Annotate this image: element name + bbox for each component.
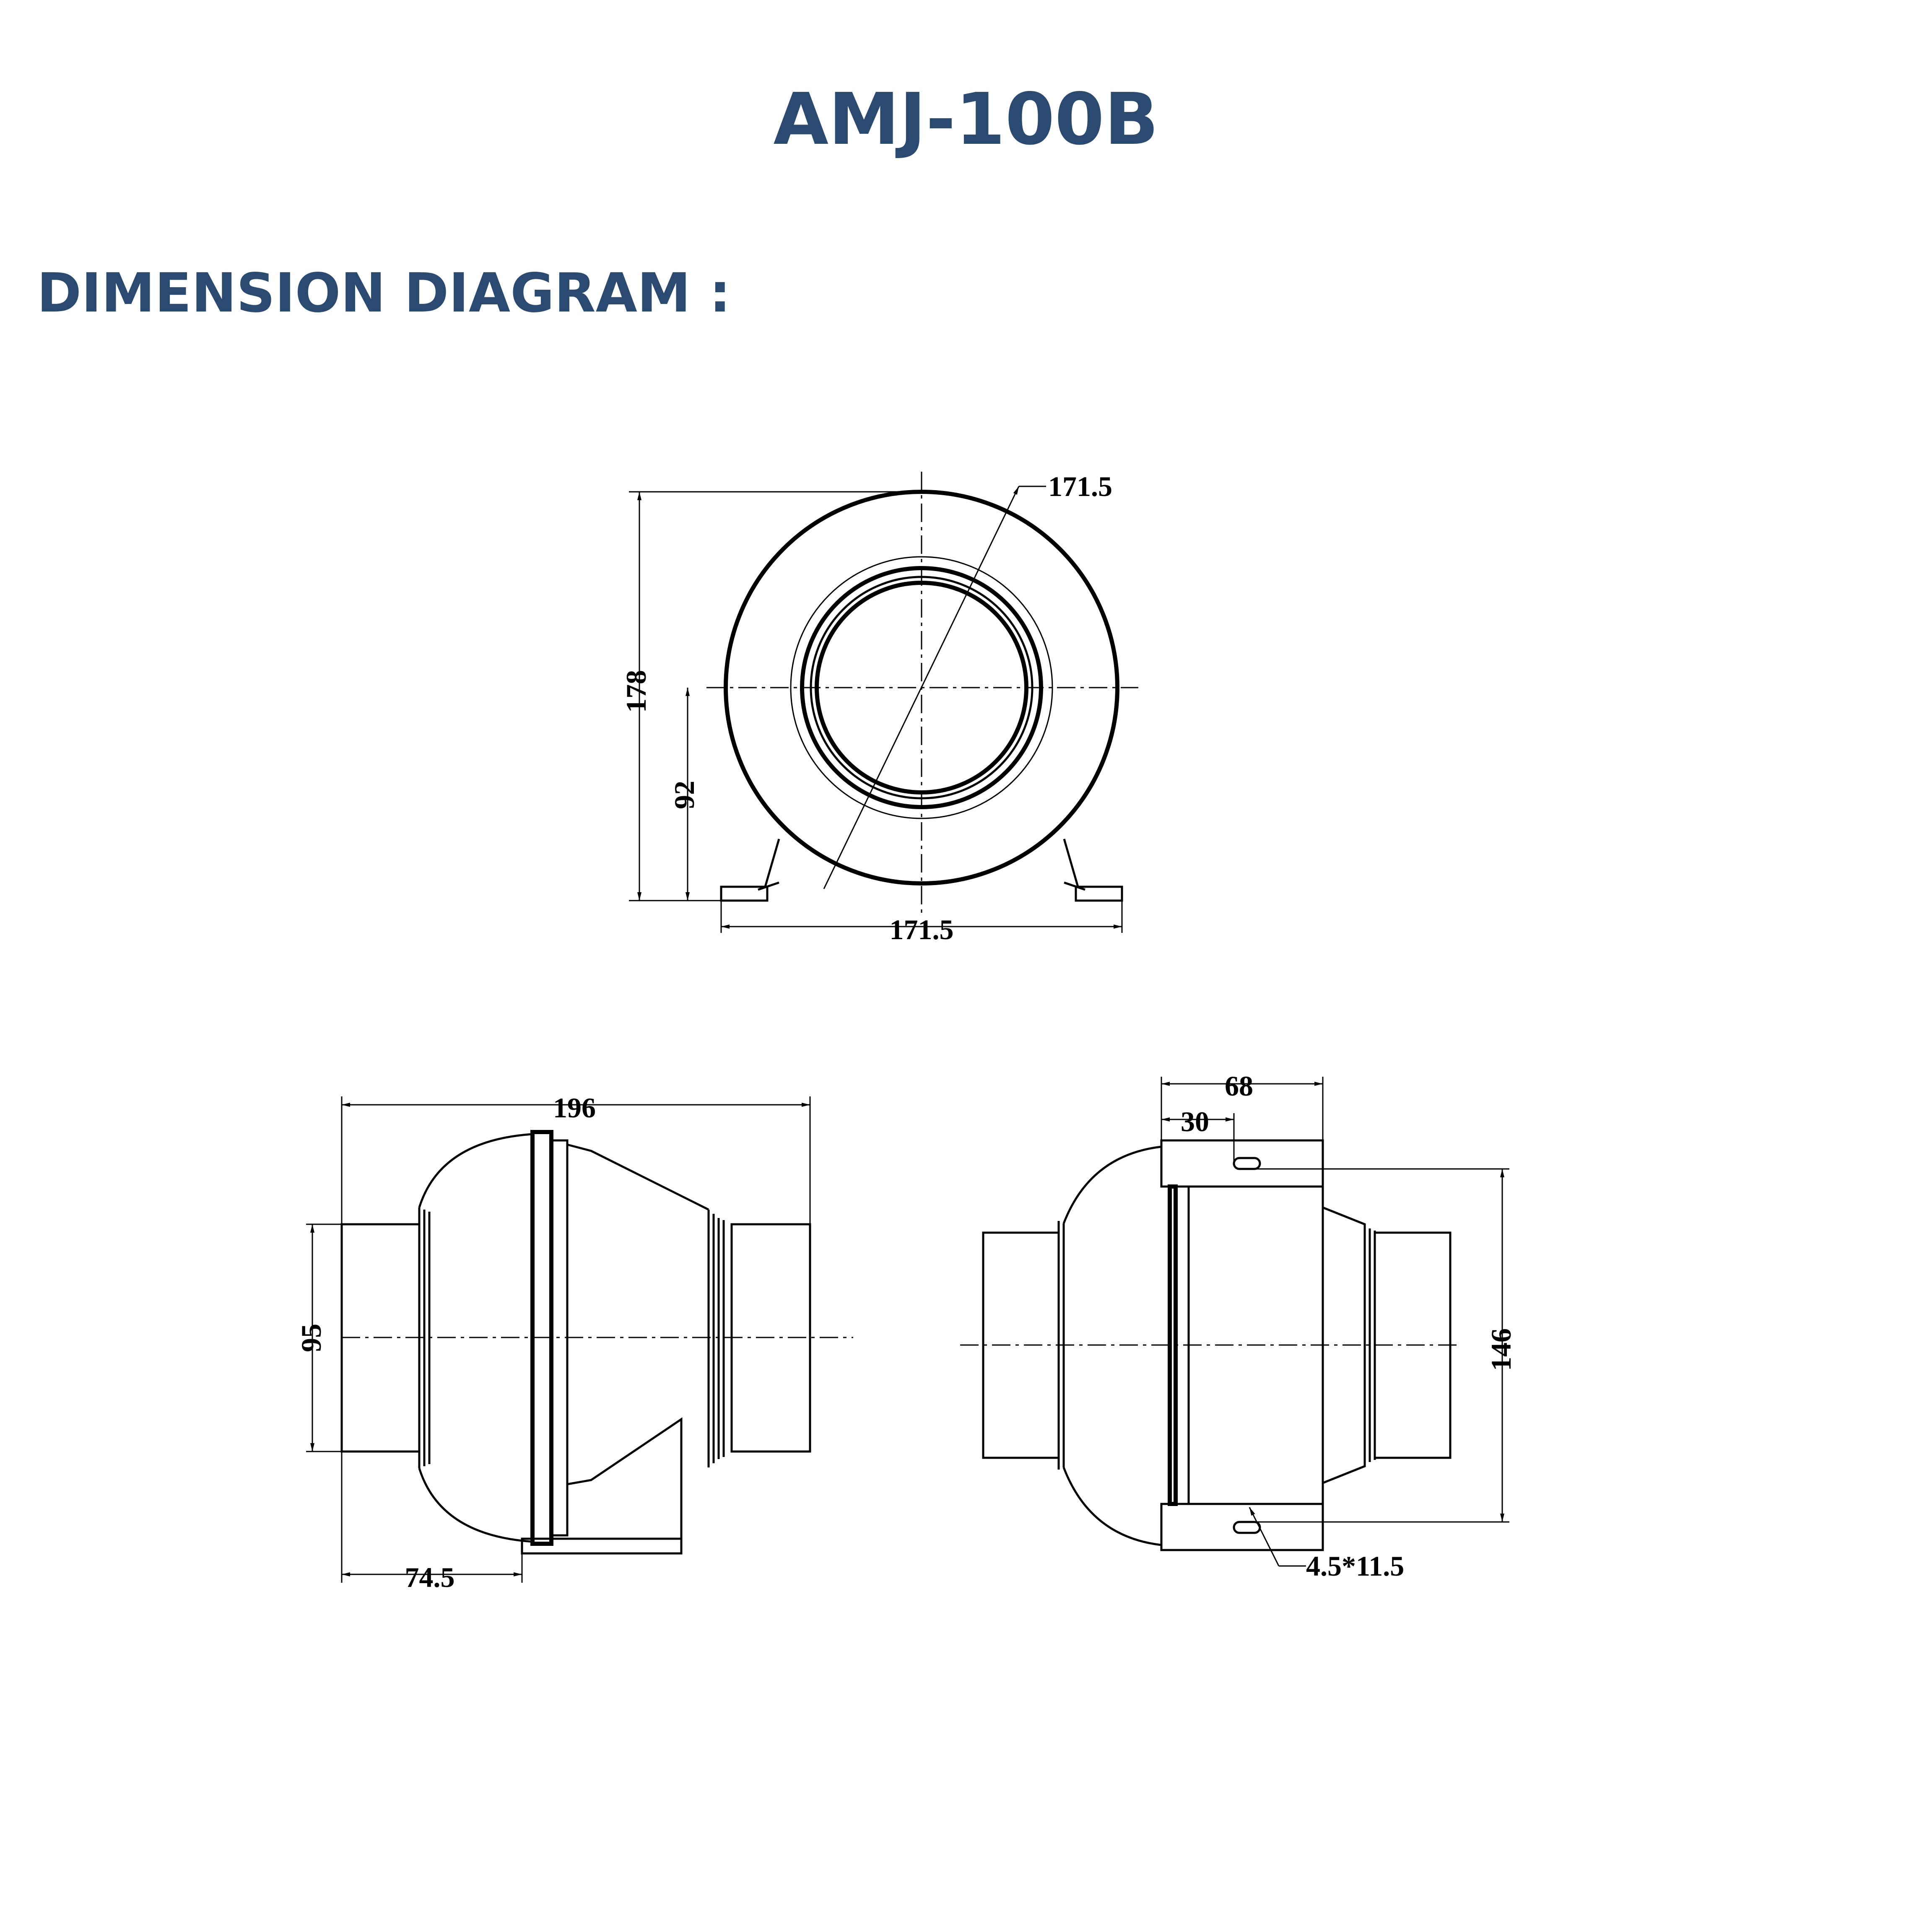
slot-leader-line	[1249, 1507, 1280, 1566]
side-length-label: 196	[553, 1092, 596, 1124]
section-heading: DIMENSION DIAGRAM :	[37, 262, 731, 325]
top-mounting-span-label: 146	[1485, 1328, 1517, 1371]
motor-dome-top	[418, 1133, 533, 1208]
right-foot-strut	[1064, 881, 1085, 891]
side-mounting-foot	[521, 1537, 683, 1555]
top-outlet-transition	[1322, 1206, 1366, 1484]
top-dome-lower	[1062, 1467, 1162, 1546]
right-foot-leg	[1063, 839, 1079, 887]
left-foot-strut	[758, 881, 779, 891]
front-diameter-label: 171.5	[1048, 470, 1112, 502]
front-view: 171.5 178 92 171.5	[620, 470, 1138, 945]
front-height-label: 178	[620, 670, 652, 713]
top-mounting-bracket	[1160, 1139, 1324, 1188]
side-foot-offset-label: 74.5	[405, 1561, 455, 1593]
side-outlet-diameter-label: 95	[295, 1324, 327, 1352]
left-foot-leg	[764, 839, 780, 887]
front-center-height-label: 92	[668, 781, 700, 809]
bottom-mounting-bracket	[1160, 1503, 1324, 1551]
side-view: 196 95 74.5	[295, 1092, 853, 1593]
top-dome-upper	[1062, 1145, 1162, 1224]
top-slot-offset-label: 30	[1181, 1106, 1209, 1137]
flange-ring-circle	[790, 556, 1053, 819]
right-foot-pad	[1075, 886, 1123, 902]
page-title: AMJ-100B	[773, 78, 1159, 161]
left-foot-pad	[720, 886, 769, 902]
diameter-leader-line	[823, 486, 1020, 889]
lower-mounting-slot	[1233, 1521, 1261, 1534]
upper-mounting-slot	[1233, 1157, 1261, 1170]
housing-rim	[1168, 1184, 1178, 1506]
discharge-foot-body	[553, 1417, 683, 1540]
top-view: 68 30 146 4.5*11.5	[960, 1070, 1517, 1582]
top-slot-size-label: 4.5*11.5	[1306, 1550, 1404, 1582]
front-base-width-label: 171.5	[890, 914, 954, 945]
motor-dome-bottom	[418, 1468, 533, 1543]
scroll-housing-top	[567, 1143, 709, 1211]
top-bracket-width-label: 68	[1225, 1070, 1253, 1102]
